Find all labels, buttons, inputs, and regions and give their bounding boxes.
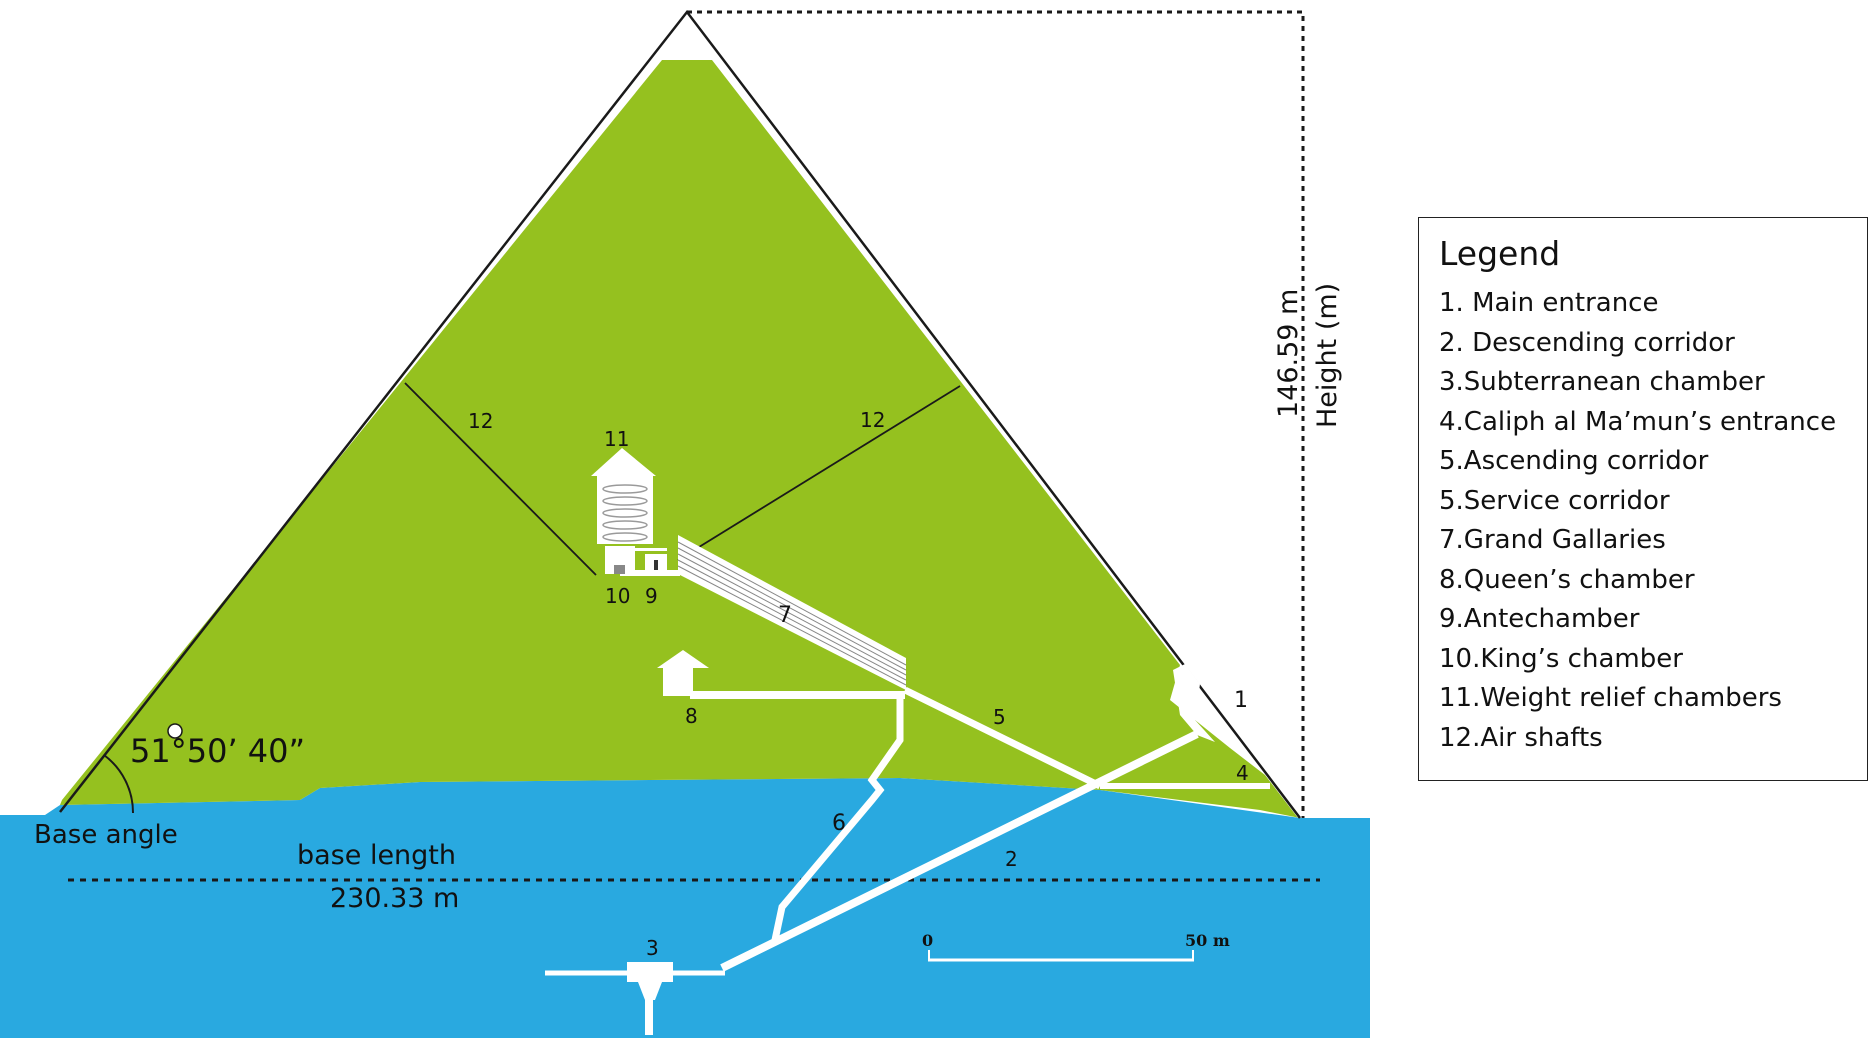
label-11: 11	[604, 427, 629, 451]
height-value: 146.59 m	[1273, 289, 1304, 418]
label-10: 10	[605, 584, 630, 608]
label-3: 3	[646, 936, 659, 960]
label-7: 7	[778, 603, 792, 628]
entrance-gap	[1173, 664, 1215, 742]
base-length-value: 230.33 m	[330, 883, 459, 914]
base-angle-label: Base angle	[34, 820, 178, 850]
service-corridor	[771, 695, 904, 941]
legend-item: 7.Grand Gallaries	[1439, 525, 1666, 555]
ground-area	[0, 778, 1370, 1038]
label-4: 4	[1236, 761, 1249, 785]
pyramid-body	[60, 60, 1300, 818]
scale-end-label: 50 m	[1185, 931, 1230, 950]
height-dotted-line	[687, 10, 1305, 818]
degree-marker	[167, 723, 183, 739]
air-shaft-left	[404, 382, 597, 576]
legend-item: 11.Weight relief chambers	[1439, 683, 1782, 713]
label-5: 5	[993, 705, 1006, 729]
legend-item: 2. Descending corridor	[1439, 327, 1735, 358]
label-2: 2	[1005, 847, 1018, 871]
subterranean-chamber	[627, 962, 673, 1035]
legend-title: Legend	[1439, 234, 1561, 273]
label-8: 8	[685, 704, 698, 728]
legend-item: 12.Air shafts	[1439, 722, 1603, 753]
height-label: Height (m)	[1312, 283, 1343, 428]
legend-item: 1. Main entrance	[1439, 288, 1659, 318]
air-shaft-right	[677, 385, 961, 561]
legend-list: 1. Main entrance 2. Descending corridor …	[1439, 284, 1849, 758]
base-angle-arc	[103, 754, 135, 814]
legend-item: 4.Caliph al Ma’mun’s entrance	[1439, 406, 1837, 437]
queens-chamber	[657, 650, 709, 696]
legend-item: 9.Antechamber	[1439, 604, 1640, 634]
label-1: 1	[1234, 688, 1248, 713]
label-12-right: 12	[860, 408, 885, 432]
legend-item: 5.Ascending corridor	[1439, 446, 1709, 476]
base-angle-value: 51°50’ 40”	[130, 732, 305, 770]
descending-corridor	[720, 730, 1199, 972]
base-length-label: base length	[297, 840, 456, 871]
kings-chamber-complex	[591, 448, 667, 574]
legend-item: 5.Service corridor	[1439, 485, 1670, 516]
legend-item: 8.Queen’s chamber	[1439, 564, 1695, 595]
legend-box: Legend 1. Main entrance 2. Descending co…	[1418, 217, 1868, 781]
grand-gallery	[677, 535, 907, 690]
ascending-corridor	[903, 686, 1102, 790]
label-6: 6	[832, 811, 846, 836]
legend-item: 3.Subterranean chamber	[1439, 367, 1765, 397]
label-12-left: 12	[468, 409, 493, 433]
legend-item: 10.King’s chamber	[1439, 643, 1683, 674]
scale-start-label: 0	[922, 931, 933, 950]
label-9: 9	[645, 584, 658, 608]
